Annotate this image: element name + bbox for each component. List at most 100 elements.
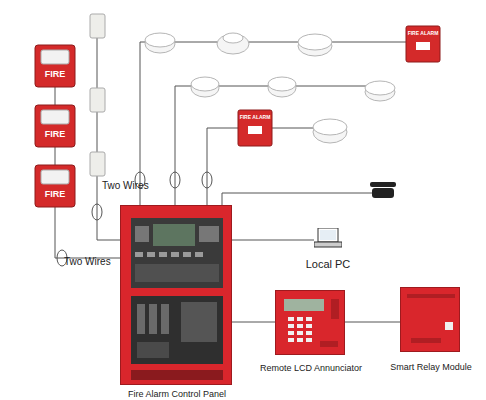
device-part: [407, 294, 455, 298]
device-part: [288, 331, 294, 335]
control-panel-art: [121, 206, 233, 386]
device-part: [284, 299, 324, 311]
device-part: [137, 342, 169, 358]
smoke-detector-top: [191, 77, 219, 91]
device-part: [149, 304, 157, 334]
device-part: [131, 296, 223, 364]
device-part: [331, 299, 339, 319]
laptop-art: [314, 228, 342, 250]
connector-line: [232, 240, 314, 241]
device-part: [161, 304, 169, 334]
wire-pair-marker: [170, 172, 180, 188]
heat-detector: [217, 34, 249, 54]
detector-wire: [175, 86, 380, 205]
device-part: [147, 252, 155, 257]
device-part: [411, 338, 441, 343]
smoke-detector-top: [365, 81, 395, 95]
device-part: [445, 322, 453, 330]
device-part: [288, 338, 294, 342]
device-part: [306, 317, 312, 321]
strobe-body: [35, 165, 75, 207]
strobe-lens: [41, 170, 69, 184]
connector: [232, 240, 314, 241]
horn-speaker: [90, 152, 105, 176]
device-part: [297, 317, 303, 321]
text-label: Two Wires: [102, 180, 162, 192]
strobes: [35, 45, 75, 207]
device-part: [131, 370, 223, 380]
device-part: [135, 226, 149, 242]
device-part: [131, 218, 223, 288]
device-part: [137, 304, 145, 334]
device-part: [195, 252, 203, 257]
device-part: [288, 317, 294, 321]
device-part: [135, 264, 219, 282]
pull-station: [238, 110, 272, 146]
device-part: [288, 324, 294, 328]
wire-pair-marker: [202, 172, 212, 188]
text-label: FIRE: [35, 189, 75, 200]
pull-station: [406, 26, 440, 62]
node-caption: Fire Alarm Control Panel: [81, 389, 273, 399]
phone-handset: [370, 182, 396, 187]
device-part: [306, 331, 312, 335]
phone: [370, 182, 396, 198]
wire-pair-marker: [92, 204, 102, 220]
relay-module-art: [401, 288, 461, 353]
device-part: [320, 230, 336, 240]
connector: [232, 322, 275, 323]
device-part: [297, 324, 303, 328]
device-part: [297, 338, 303, 342]
strobe-lens: [41, 50, 69, 64]
node-caption: Smart Relay Module: [366, 362, 486, 372]
wiring: [55, 20, 420, 266]
smoke-detector-top: [145, 33, 175, 47]
connector-line: [232, 322, 275, 323]
relay-module: Smart Relay Module: [400, 287, 460, 352]
device-part: [199, 226, 219, 242]
node-caption: Remote LCD Annunciator: [241, 363, 381, 373]
horns: [90, 14, 105, 176]
device-part: [153, 224, 195, 246]
smoke-detector-top: [313, 119, 347, 135]
text-label: Two Wires: [64, 256, 124, 268]
smoke-detector-top: [298, 34, 332, 50]
annunciator: Remote LCD Annunciator: [275, 290, 345, 355]
pull-stations: [238, 26, 440, 146]
pull-handle: [416, 42, 430, 50]
connector-line: [345, 322, 400, 323]
device-part: [183, 252, 191, 257]
text-label: FIRE: [35, 69, 75, 80]
connector: [345, 322, 400, 323]
text-label: FIRE: [35, 129, 75, 140]
device-part: [181, 302, 217, 342]
horn-speaker: [90, 88, 105, 112]
device-part: [320, 341, 338, 347]
smoke-detector-top: [268, 77, 296, 91]
strobe-body: [35, 105, 75, 147]
node-caption: Local PC: [298, 258, 358, 270]
device-part: [314, 242, 342, 247]
horn-speaker: [90, 14, 105, 38]
device-part: [306, 324, 312, 328]
text-label: FIRE ALARM: [406, 30, 440, 37]
phone-wire: [222, 193, 372, 205]
device-part: [306, 338, 312, 342]
device-part: [318, 228, 338, 242]
strobe-lens: [41, 110, 69, 124]
annunciator-art: [276, 291, 346, 356]
control-panel: Fire Alarm Control Panel: [120, 205, 232, 385]
strobe-wire: [55, 60, 120, 258]
device-part: [297, 331, 303, 335]
phone-base: [372, 188, 394, 198]
device-part: [135, 252, 143, 257]
strobe-body: [35, 45, 75, 87]
detector-wire: [140, 42, 420, 205]
laptop: Local PC: [314, 228, 342, 250]
pull-handle: [248, 126, 262, 134]
device-part: [171, 252, 179, 257]
heat-detector-top: [223, 33, 243, 43]
text-label: FIRE ALARM: [238, 114, 272, 121]
device-part: [159, 252, 167, 257]
